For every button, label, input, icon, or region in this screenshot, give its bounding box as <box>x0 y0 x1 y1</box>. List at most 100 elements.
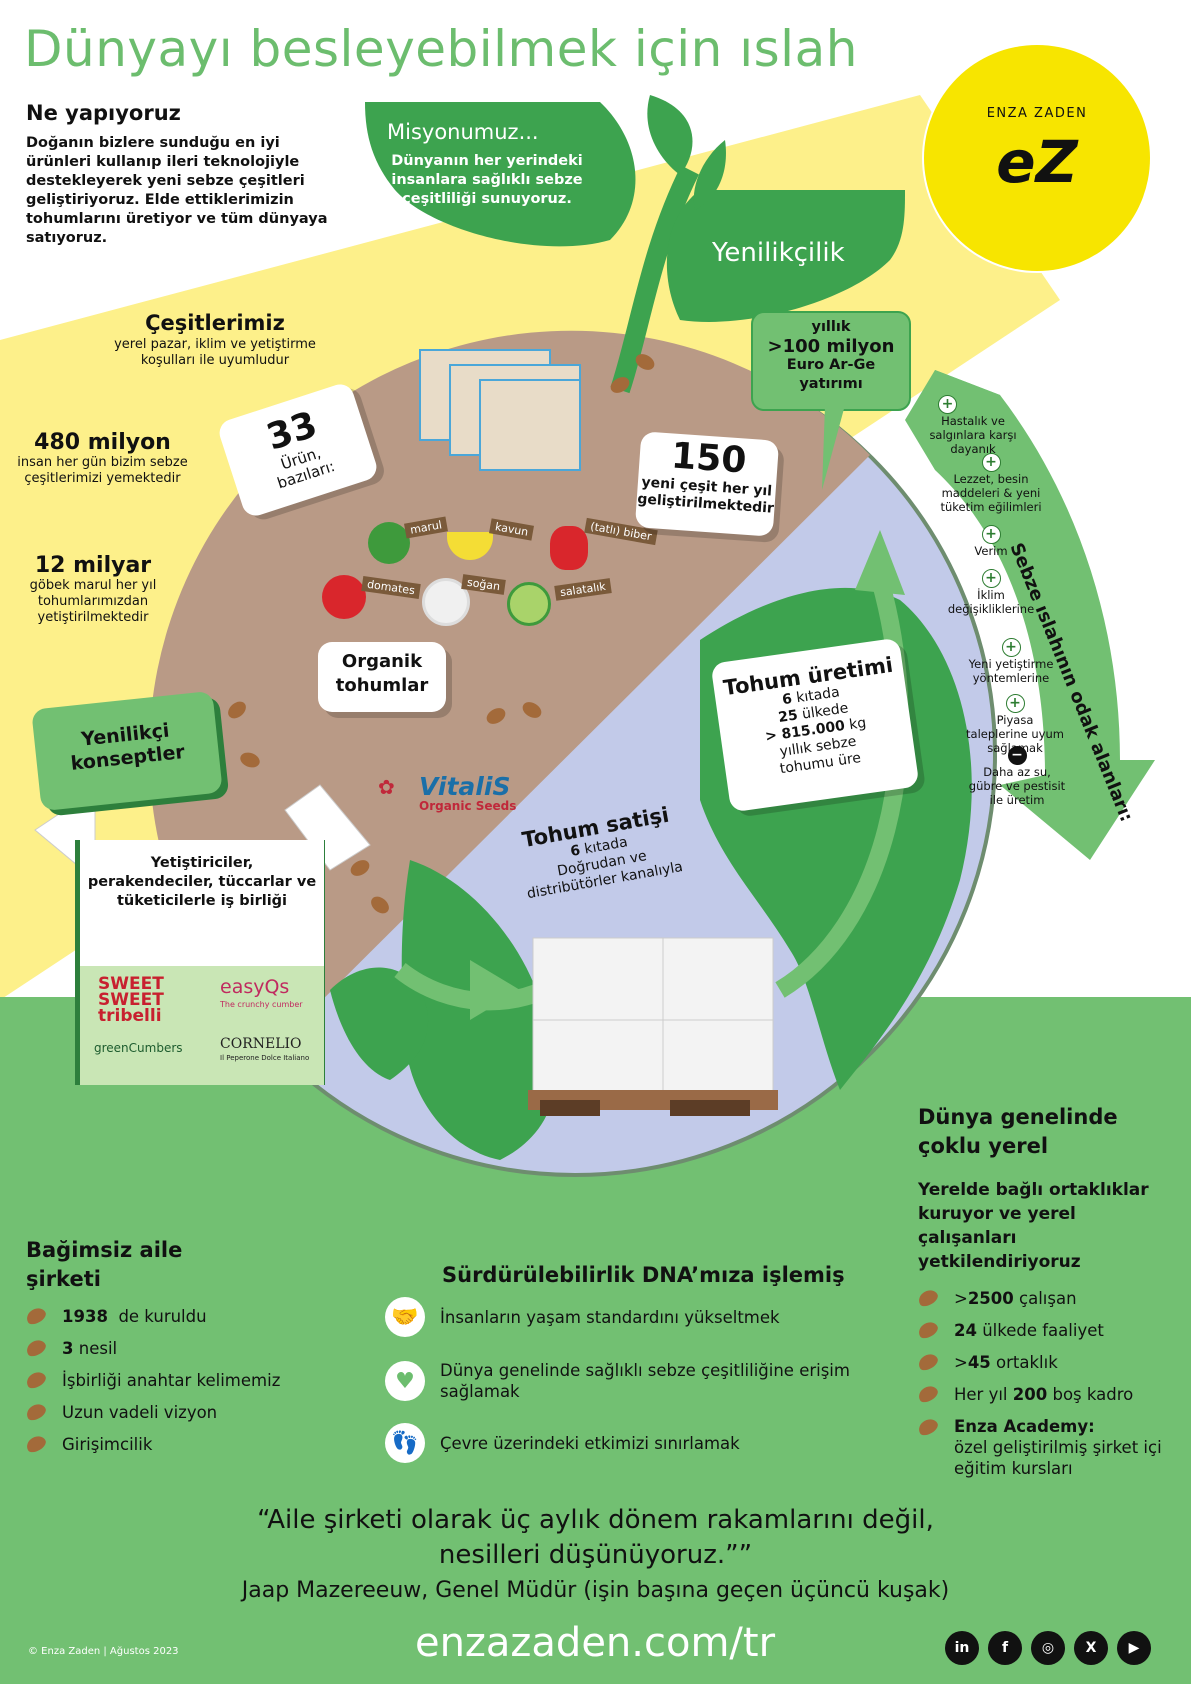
global-local-list: >2500 çalışan 24 ülkede faaliyet >45 ort… <box>915 1282 1178 1479</box>
brand-easyqs: easyQs <box>220 976 290 998</box>
footprint-icon: 👣 <box>385 1423 425 1463</box>
seed-bullet-icon <box>915 1382 941 1406</box>
seed-bullet-icon <box>23 1400 49 1424</box>
employees-label: çalışan <box>1019 1288 1077 1308</box>
founded-label: de kuruldu <box>118 1306 207 1326</box>
focus-item-7: − Daha az su, gübre ve pestisit ile üret… <box>954 746 1080 807</box>
focus-item-6-text: Piyasa taleplerine uyum sağlamak <box>966 713 1064 755</box>
seed-bullet-icon <box>915 1350 941 1374</box>
sustainability-item-2: ♥ Dünya genelinde sağlıklı sebze çeşitli… <box>385 1359 855 1403</box>
generations-label: nesil <box>78 1338 118 1358</box>
partnerships-label: ortaklık <box>996 1352 1058 1372</box>
employees-prefix: > <box>954 1288 968 1308</box>
partners-box: Yetiştiriciler, perakendeciler, tüccarla… <box>80 840 324 1085</box>
handshake-icon: 🤝 <box>385 1297 425 1337</box>
employees-count: 2500 <box>967 1288 1014 1308</box>
brand-cornelio-sub: Il Peperone Dolce Italiano <box>220 1054 310 1062</box>
plus-icon: + <box>938 395 957 414</box>
countries-active-count: 24 <box>954 1320 977 1340</box>
partnerships-prefix: > <box>954 1352 968 1372</box>
seed-bullet-icon <box>23 1304 49 1328</box>
focus-item-5: + Yeni yetiştirme yöntemlerine <box>948 638 1074 685</box>
copyright: © Enza Zaden | Ağustos 2023 <box>28 1646 179 1657</box>
plus-icon: + <box>1001 638 1021 657</box>
vitalis-brand: VitaliS <box>419 772 511 801</box>
website-link[interactable]: enzazaden.com/tr <box>414 1620 776 1666</box>
brand-greencumbers: greenCumbers <box>94 1041 183 1055</box>
varieties-heading: Çeşitlerimiz <box>145 311 285 335</box>
seed-bullet-icon <box>23 1368 49 1392</box>
minus-icon: − <box>1007 746 1027 765</box>
lettuce-icon <box>368 522 410 564</box>
brand-name: ENZA ZADEN <box>986 106 1088 121</box>
new-varieties-bubble: 150 yeni çeşit her yıl geliştirilmektedi… <box>634 431 780 537</box>
stat-lettuce: 12 milyar göbek marul her yıl tohumlarım… <box>18 553 168 626</box>
sustainability-item-1: 🤝 İnsanların yaşam standardını yükseltme… <box>385 1297 855 1337</box>
quote-line2: nesilleri düşünüyoruz.”” <box>438 1540 753 1570</box>
what-we-do-text: Doğanın bizlere sunduğu en iyi ürünleri … <box>26 135 328 246</box>
vacancies-prefix: Her yıl <box>954 1384 1008 1404</box>
innovation-label: Yenilikçilik <box>712 238 845 268</box>
seed-production-bubble: Tohum üretimi 6 kıtada 25 ülkede > 815.0… <box>710 637 920 813</box>
focus-item-1-text: Hastalık ve salgınlara karşı dayanık <box>929 414 1017 456</box>
brand-logo-icon: eZ <box>996 128 1078 196</box>
concepts-bubble: Yenilikçi konseptler <box>31 690 223 812</box>
facebook-icon[interactable]: f <box>988 1631 1022 1665</box>
onion-icon <box>422 578 470 626</box>
stat-lettuce-text: göbek marul her yıl tohumlarımızdan yeti… <box>29 578 157 625</box>
volume-unit: kg <box>848 714 868 734</box>
focus-item-2-text: Lezzet, besin maddeleri & yeni tüketim e… <box>940 472 1042 514</box>
stat-lettuce-value: 12 milyar <box>34 553 152 578</box>
mission-text: Dünyanın her yerindeki insanlara sağlıkl… <box>391 153 583 207</box>
countries-active-label: ülkede faaliyet <box>982 1320 1104 1340</box>
social-links: in f ◎ X ▶ <box>945 1631 1151 1665</box>
rd-investment-block: yıllık >100 milyon Euro Ar-Ge yatırımı <box>752 318 910 394</box>
tomato-icon <box>322 575 366 619</box>
quote-author: Jaap Mazereeuw, Genel Müdür (işin başına… <box>241 1578 950 1603</box>
global-local-heading: Dünya genelinde çoklu yerel <box>918 1105 1118 1158</box>
focus-item-4: + İklim değişikliklerine <box>928 569 1054 616</box>
focus-item-4-text: İklim değişikliklerine <box>947 588 1035 616</box>
family-item-cooperation: İşbirliği anahtar kelimemiz <box>23 1364 356 1396</box>
focus-item-3: + Verim <box>928 525 1054 558</box>
family-item-generations: 3 nesil <box>23 1332 356 1364</box>
x-twitter-icon[interactable]: X <box>1074 1631 1108 1665</box>
entrepreneurship-label: Girişimcilik <box>62 1434 153 1454</box>
global-item-employees: >2500 çalışan <box>915 1282 1178 1314</box>
youtube-icon[interactable]: ▶ <box>1117 1631 1151 1665</box>
plus-icon: + <box>981 453 1001 472</box>
quote-block: “Aile şirketi olarak üç aylık dönem raka… <box>0 1503 1191 1608</box>
countries-count: 25 <box>777 707 799 726</box>
partner-brands-panel: SWEET SWEET tribelli easyQs The crunchy … <box>80 966 324 1085</box>
sustainability-item-1-text: İnsanların yaşam standardını yükseltmek <box>440 1307 780 1327</box>
vitalis-brand-sub: Organic Seeds <box>419 799 517 813</box>
global-item-academy: Enza Academy:özel geliştirilmiş şirket i… <box>915 1415 1178 1479</box>
rd-line-yearly: yıllık <box>811 319 851 335</box>
page-title: Dünyayı besleyebilmek için ıslah <box>24 20 858 78</box>
academy-label: Enza Academy: <box>954 1417 1095 1436</box>
vision-label: Uzun vadeli vizyon <box>62 1402 218 1422</box>
sustainability-item-2-text: Dünya genelinde sağlıklı sebze çeşitlili… <box>440 1361 850 1401</box>
organic-label: Organik tohumlar <box>335 651 429 696</box>
family-heading: Bağimsiz aile şirketi <box>26 1238 183 1291</box>
vacancies-label: boş kadro <box>1052 1384 1134 1404</box>
concepts-label: Yenilikçi konseptler <box>69 719 186 775</box>
continents-count: 6 <box>781 691 794 709</box>
vacancies-count: 200 <box>1012 1384 1048 1404</box>
linkedin-icon[interactable]: in <box>945 1631 979 1665</box>
seed-bullet-icon <box>915 1415 941 1439</box>
global-item-vacancies: Her yıl 200 boş kadro <box>915 1378 1178 1410</box>
focus-item-2: + Lezzet, besin maddeleri & yeni tüketim… <box>928 453 1054 514</box>
instagram-icon[interactable]: ◎ <box>1031 1631 1065 1665</box>
sales-continents-count: 6 <box>569 842 582 860</box>
stat-people-value: 480 milyon <box>34 430 171 455</box>
family-item-vision: Uzun vadeli vizyon <box>23 1396 356 1428</box>
focus-item-7-text: Daha az su, gübre ve pestisit ile üretim <box>968 765 1066 807</box>
family-list: 1938 de kuruldu 3 nesil İşbirliği anahta… <box>23 1300 356 1460</box>
sustainability-heading: Sürdürülebilirlik DNA’mıza işlemiş <box>442 1263 845 1287</box>
global-item-partnerships: >45 ortaklık <box>915 1346 1178 1378</box>
cucumber-icon <box>507 582 551 626</box>
focus-item-5-text: Yeni yetiştirme yöntemlerine <box>968 657 1054 685</box>
generations-count: 3 <box>62 1338 74 1358</box>
